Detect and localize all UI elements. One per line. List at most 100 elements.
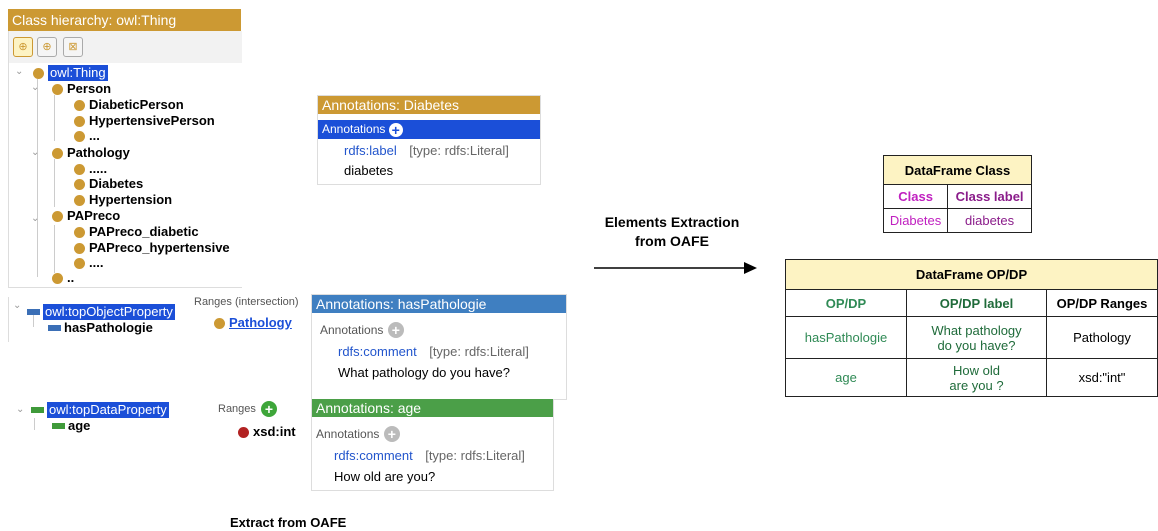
node-label: ... [89,128,100,143]
class-hierarchy-header: Class hierarchy: owl:Thing [8,9,241,31]
annotation-type: [type: rdfs:Literal] [429,344,529,359]
class-icon [74,99,85,111]
node-label: .. [67,270,75,285]
annotations-age-panel: Annotations: age Annotations + rdfs:comm… [311,399,554,491]
column-header-class-label: Class label [947,184,1032,209]
ranges-label: Ranges [218,402,256,415]
delete-class-icon[interactable]: ⊠ [63,37,83,57]
range-link[interactable]: Pathology [229,315,292,330]
label-line2: do you have? [937,337,1016,353]
tree-node-papreco-hypertensive[interactable]: PAPreco_hypertensive [74,240,230,256]
tree-node-person-more[interactable]: ... [74,128,100,144]
annotations-diabetes-panel: Annotations: Diabetes Annotations + rdfs… [317,95,541,185]
range-pathology[interactable]: Pathology [214,315,292,331]
tree-node-top-object-property[interactable]: owl:topObjectProperty [27,304,175,320]
label-line1: How old [953,362,1000,378]
node-label: Pathology [67,145,130,160]
tree-node-top-data-property[interactable]: owl:topDataProperty [31,402,169,418]
cell-opdp: hasPathologie [785,316,907,359]
annotations-label: Annotations [320,323,384,337]
cell-class: Diabetes [882,208,949,233]
object-property-icon [27,309,40,315]
tree-node-owl-thing[interactable]: owl:Thing [33,65,108,81]
tree-node-diabetes[interactable]: Diabetes [74,176,143,192]
add-annotation-icon[interactable]: + [387,321,404,338]
add-sibling-icon[interactable]: ⊕ [37,37,57,57]
tree-node-papreco-more[interactable]: .... [74,255,103,271]
class-icon [33,67,44,79]
column-header-opdp: OP/DP [785,289,907,317]
add-annotation-icon[interactable]: + [383,425,400,442]
caption-extract-from-oafe: Extract from OAFE [230,515,347,530]
tree-node-root-more[interactable]: .. [52,270,74,286]
class-toolbar: ⊕ ⊕ ⊠ [8,31,242,63]
tree-node-age[interactable]: age [52,418,90,434]
node-label: Hypertension [89,192,173,207]
data-property-icon [52,423,65,429]
annotations-age-header: Annotations: age [312,399,553,417]
annotation-value: What pathology do you have? [338,365,511,380]
class-icon [74,178,85,190]
annotations-row: Annotations + [312,425,553,443]
node-label: owl:topDataProperty [47,402,169,418]
object-property-icon [48,325,61,331]
node-label: owl:topObjectProperty [43,304,175,320]
annotation-property[interactable]: rdfs:label [344,143,397,158]
annotation-type: [type: rdfs:Literal] [425,448,525,463]
object-property-tree: ⌄ [8,297,189,342]
annotation-type: [type: rdfs:Literal] [409,143,509,158]
node-label: hasPathologie [64,320,153,335]
cell-opdp-range: Pathology [1046,316,1158,359]
add-annotation-icon[interactable]: + [388,122,403,137]
cell-opdp: age [785,358,907,397]
annotation-value: How old are you? [334,469,436,484]
class-icon [52,147,63,159]
annotations-bar: Annotations + [318,120,540,139]
tree-node-pathology[interactable]: Pathology [52,145,130,161]
node-label: HypertensivePerson [89,113,215,128]
class-tree: ⌄ ⌄ ⌄ ⌄ [8,63,242,288]
node-label: PAPreco_hypertensive [89,240,230,255]
annotations-haspathologie-header: Annotations: hasPathologie [312,295,566,313]
node-label: owl:Thing [48,65,108,81]
tree-node-papreco[interactable]: PAPreco [52,208,120,224]
annotations-row: Annotations + [312,321,566,339]
class-icon [74,163,85,175]
tree-node-hypertensiveperson[interactable]: HypertensivePerson [74,113,215,129]
annotations-label: Annotations [322,122,386,136]
add-subclass-icon[interactable]: ⊕ [13,37,33,57]
tree-node-diabeticperson[interactable]: DiabeticPerson [74,97,184,113]
ranges-label-wrap: Ranges + [218,401,277,417]
class-icon [74,226,85,238]
cell-opdp-range: xsd:"int" [1046,358,1158,397]
class-icon [74,115,85,127]
tree-node-papreco-diabetic[interactable]: PAPreco_diabetic [74,224,199,240]
add-range-icon[interactable]: + [260,401,277,417]
column-header-opdp-label: OP/DP label [906,289,1047,317]
node-label: Diabetes [89,176,144,191]
tree-node-haspathologie[interactable]: hasPathologie [48,320,153,336]
cell-opdp-label: What pathology do you have? [906,316,1047,359]
annotation-property[interactable]: rdfs:comment [334,448,413,463]
cell-class-label: diabetes [947,208,1032,233]
node-label: PAPreco_diabetic [89,224,199,239]
dataframe-class-table: DataFrame Class Class Class label Diabet… [882,155,1032,233]
dataframe-class-title: DataFrame Class [883,155,1032,185]
column-header-class: Class [882,184,949,209]
annotations-label: Annotations [316,427,380,441]
node-label: DiabeticPerson [89,97,184,112]
extraction-arrow [594,262,757,274]
annotation-value: diabetes [344,163,394,178]
tree-node-person[interactable]: Person [52,81,111,97]
class-icon [52,272,63,284]
class-icon [74,257,85,269]
node-label: age [68,418,91,433]
tree-node-hypertension[interactable]: Hypertension [74,192,172,208]
node-label: ..... [89,161,108,176]
annotation-property[interactable]: rdfs:comment [338,344,417,359]
ranges-intersection-label: Ranges (intersection) [194,296,299,308]
range-xsd-int[interactable]: xsd:int [238,424,296,440]
data-property-tree: ⌄ [8,398,188,438]
tree-node-pathology-more[interactable]: ..... [74,161,107,177]
cell-opdp-label: How old are you ? [906,358,1047,397]
